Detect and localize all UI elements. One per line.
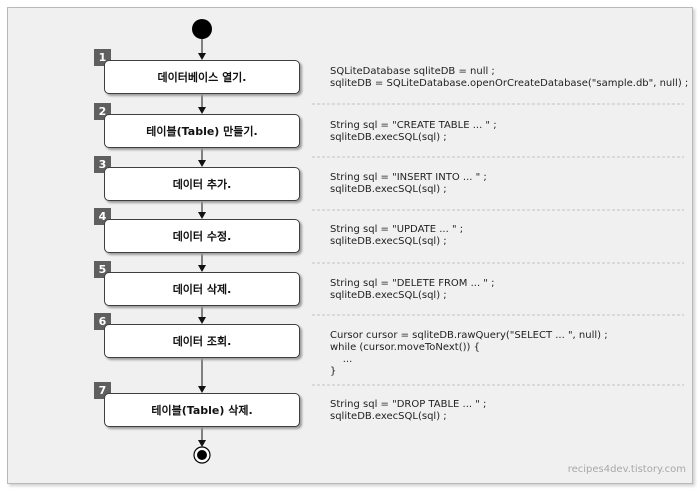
code-line: sqliteDB.execSQL(sql) ; <box>330 132 447 143</box>
code-line: String sql = "DELETE FROM ... " ; <box>330 278 495 289</box>
code-snippet: String sql = "INSERT INTO ... " ;sqliteD… <box>330 172 680 196</box>
step-box: 데이터 조회. <box>104 324 300 358</box>
separators <box>312 103 684 386</box>
code-line: String sql = "DROP TABLE ... " ; <box>330 399 487 410</box>
watermark: recipes4dev.tistory.com <box>567 464 686 475</box>
step-box: 테이블(Table) 만들기. <box>104 114 300 148</box>
code-line: ... <box>330 354 353 365</box>
step-box: 데이터 추가. <box>104 167 300 201</box>
code-line: } <box>330 366 337 377</box>
code-line: sqliteDB.execSQL(sql) ; <box>330 184 447 195</box>
code-line: while (cursor.moveToNext()) { <box>330 342 480 353</box>
code-line: SQLiteDatabase sqliteDB = null ; <box>330 66 495 77</box>
step-box: 데이터 수정. <box>104 219 300 253</box>
code-line: String sql = "INSERT INTO ... " ; <box>330 172 487 183</box>
code-snippet: SQLiteDatabase sqliteDB = null ;sqliteDB… <box>330 66 689 90</box>
code-line: sqliteDB.execSQL(sql) ; <box>330 290 447 301</box>
start-node <box>192 19 212 39</box>
code-line: sqliteDB = SQLiteDatabase.openOrCreateDa… <box>330 78 689 89</box>
step-box: 데이터베이스 열기. <box>104 60 300 94</box>
code-line: sqliteDB.execSQL(sql) ; <box>330 236 447 247</box>
code-snippet: String sql = "UPDATE ... " ;sqliteDB.exe… <box>330 224 680 248</box>
code-snippet: String sql = "DROP TABLE ... " ;sqliteDB… <box>330 399 680 423</box>
code-line: String sql = "UPDATE ... " ; <box>330 224 464 235</box>
code-snippet: Cursor cursor = sqliteDB.rawQuery("SELEC… <box>330 330 680 378</box>
code-line: Cursor cursor = sqliteDB.rawQuery("SELEC… <box>330 330 608 341</box>
code-line: String sql = "CREATE TABLE ... " ; <box>330 120 497 131</box>
code-snippet: String sql = "DELETE FROM ... " ;sqliteD… <box>330 278 680 302</box>
end-node-inner <box>197 450 207 460</box>
code-snippet: String sql = "CREATE TABLE ... " ;sqlite… <box>330 120 680 144</box>
step-box: 테이블(Table) 삭제. <box>104 393 300 427</box>
code-line: sqliteDB.execSQL(sql) ; <box>330 411 447 422</box>
step-box: 데이터 삭제. <box>104 272 300 306</box>
